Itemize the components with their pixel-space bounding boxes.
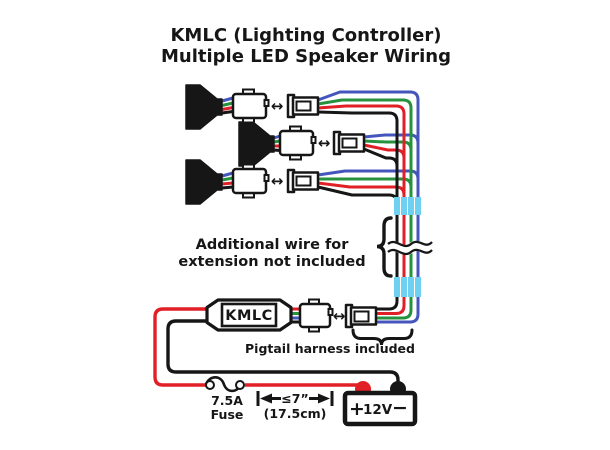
dimension-left-arrowhead-icon bbox=[260, 393, 272, 404]
connector-pair-2: ↔ bbox=[278, 125, 366, 161]
connector-2-male bbox=[278, 129, 315, 157]
kmlc-label: KMLC bbox=[225, 308, 273, 324]
wire-break-symbol bbox=[384, 240, 436, 256]
connector-3-male-latch bbox=[263, 174, 270, 182]
pigtail-male bbox=[298, 302, 332, 329]
highlight-upper-green bbox=[408, 197, 414, 215]
highlight-lower-red bbox=[401, 277, 407, 297]
extension-note-line-1: Additional wire for bbox=[196, 237, 350, 253]
fuse-word-label: Fuse bbox=[211, 407, 244, 422]
green-wire-speaker-1 bbox=[221, 98, 413, 320]
connector-1-mate-arrow-icon: ↔ bbox=[271, 97, 284, 115]
connector-2-female-slot bbox=[341, 137, 358, 149]
speaker-1-horn bbox=[185, 84, 223, 130]
pigtail-male-latch bbox=[327, 308, 334, 316]
battery-body bbox=[342, 390, 418, 427]
battery-voltage-label: 12V bbox=[363, 402, 393, 418]
highlight-lower-black bbox=[394, 277, 400, 297]
battery: + 12V − bbox=[342, 381, 418, 427]
wire-group-red bbox=[221, 104, 406, 315]
dimension-metric-label: (17.5cm) bbox=[264, 406, 327, 421]
fuse-rating-label: 7.5A bbox=[211, 393, 243, 408]
pigtail-brace bbox=[351, 328, 414, 346]
connector-3-female-slot bbox=[295, 175, 312, 187]
power-wire-black bbox=[166, 319, 400, 388]
dimension-right-arrowhead-icon bbox=[318, 393, 330, 404]
black-wire-speaker-1 bbox=[221, 110, 399, 311]
connector-pair-pigtail: ↔ bbox=[298, 298, 378, 333]
connector-3-male bbox=[231, 167, 268, 195]
speaker-2-horn bbox=[238, 121, 275, 167]
wire-break-upper-tilde bbox=[387, 240, 433, 248]
dimension-length-label: ≤7” bbox=[281, 391, 308, 406]
fuse-terminal-right bbox=[235, 380, 245, 390]
highlight-upper-blue bbox=[415, 197, 421, 215]
blue-wire-speaker-1 bbox=[221, 90, 420, 324]
highlight-lower-blue bbox=[415, 277, 421, 297]
pigtail-note: Pigtail harness included bbox=[245, 341, 415, 356]
highlight-upper-black bbox=[394, 197, 400, 215]
battery-minus-label: − bbox=[392, 397, 408, 419]
connector-1-female-slot bbox=[295, 100, 312, 112]
extension-note-line-2: extension not included bbox=[178, 254, 365, 270]
extension-brace bbox=[376, 216, 393, 278]
pigtail-female-slot bbox=[353, 310, 370, 323]
fuse-symbol bbox=[204, 376, 245, 393]
wire-break-lower-tilde bbox=[387, 248, 433, 256]
connector-1-male-latch bbox=[263, 99, 270, 107]
dimension-callout: ≤7” (17.5cm) bbox=[256, 391, 334, 421]
pigtail-mate-arrow-icon: ↔ bbox=[333, 307, 346, 325]
connector-1-male bbox=[231, 92, 268, 120]
fuse-squiggle bbox=[204, 376, 243, 393]
highlight-lower-green bbox=[408, 277, 414, 297]
speaker-3-horn bbox=[185, 159, 223, 205]
wire-group-black bbox=[221, 110, 399, 324]
connector-pair-1: ↔ bbox=[231, 88, 320, 124]
red-wire-speaker-1 bbox=[221, 104, 406, 315]
connector-2-mate-arrow-icon: ↔ bbox=[318, 134, 331, 152]
extension-highlight-bands bbox=[394, 197, 421, 297]
connector-pair-3: ↔ bbox=[231, 163, 320, 199]
page-title-line-1: KMLC (Lighting Controller) bbox=[170, 25, 441, 46]
fuse-terminal-left bbox=[205, 380, 215, 390]
battery-plus-label: + bbox=[349, 398, 365, 420]
highlight-upper-red bbox=[401, 197, 407, 215]
page-title-line-2: Multiple LED Speaker Wiring bbox=[161, 46, 451, 67]
kmlc-label-plate bbox=[220, 302, 278, 328]
connector-3-mate-arrow-icon: ↔ bbox=[271, 172, 284, 190]
kmlc-controller: KMLC bbox=[205, 298, 293, 332]
power-wire-red bbox=[153, 307, 358, 387]
wire-break-gap bbox=[384, 240, 436, 255]
connector-2-male-latch bbox=[310, 136, 317, 144]
power-wires bbox=[153, 307, 400, 388]
